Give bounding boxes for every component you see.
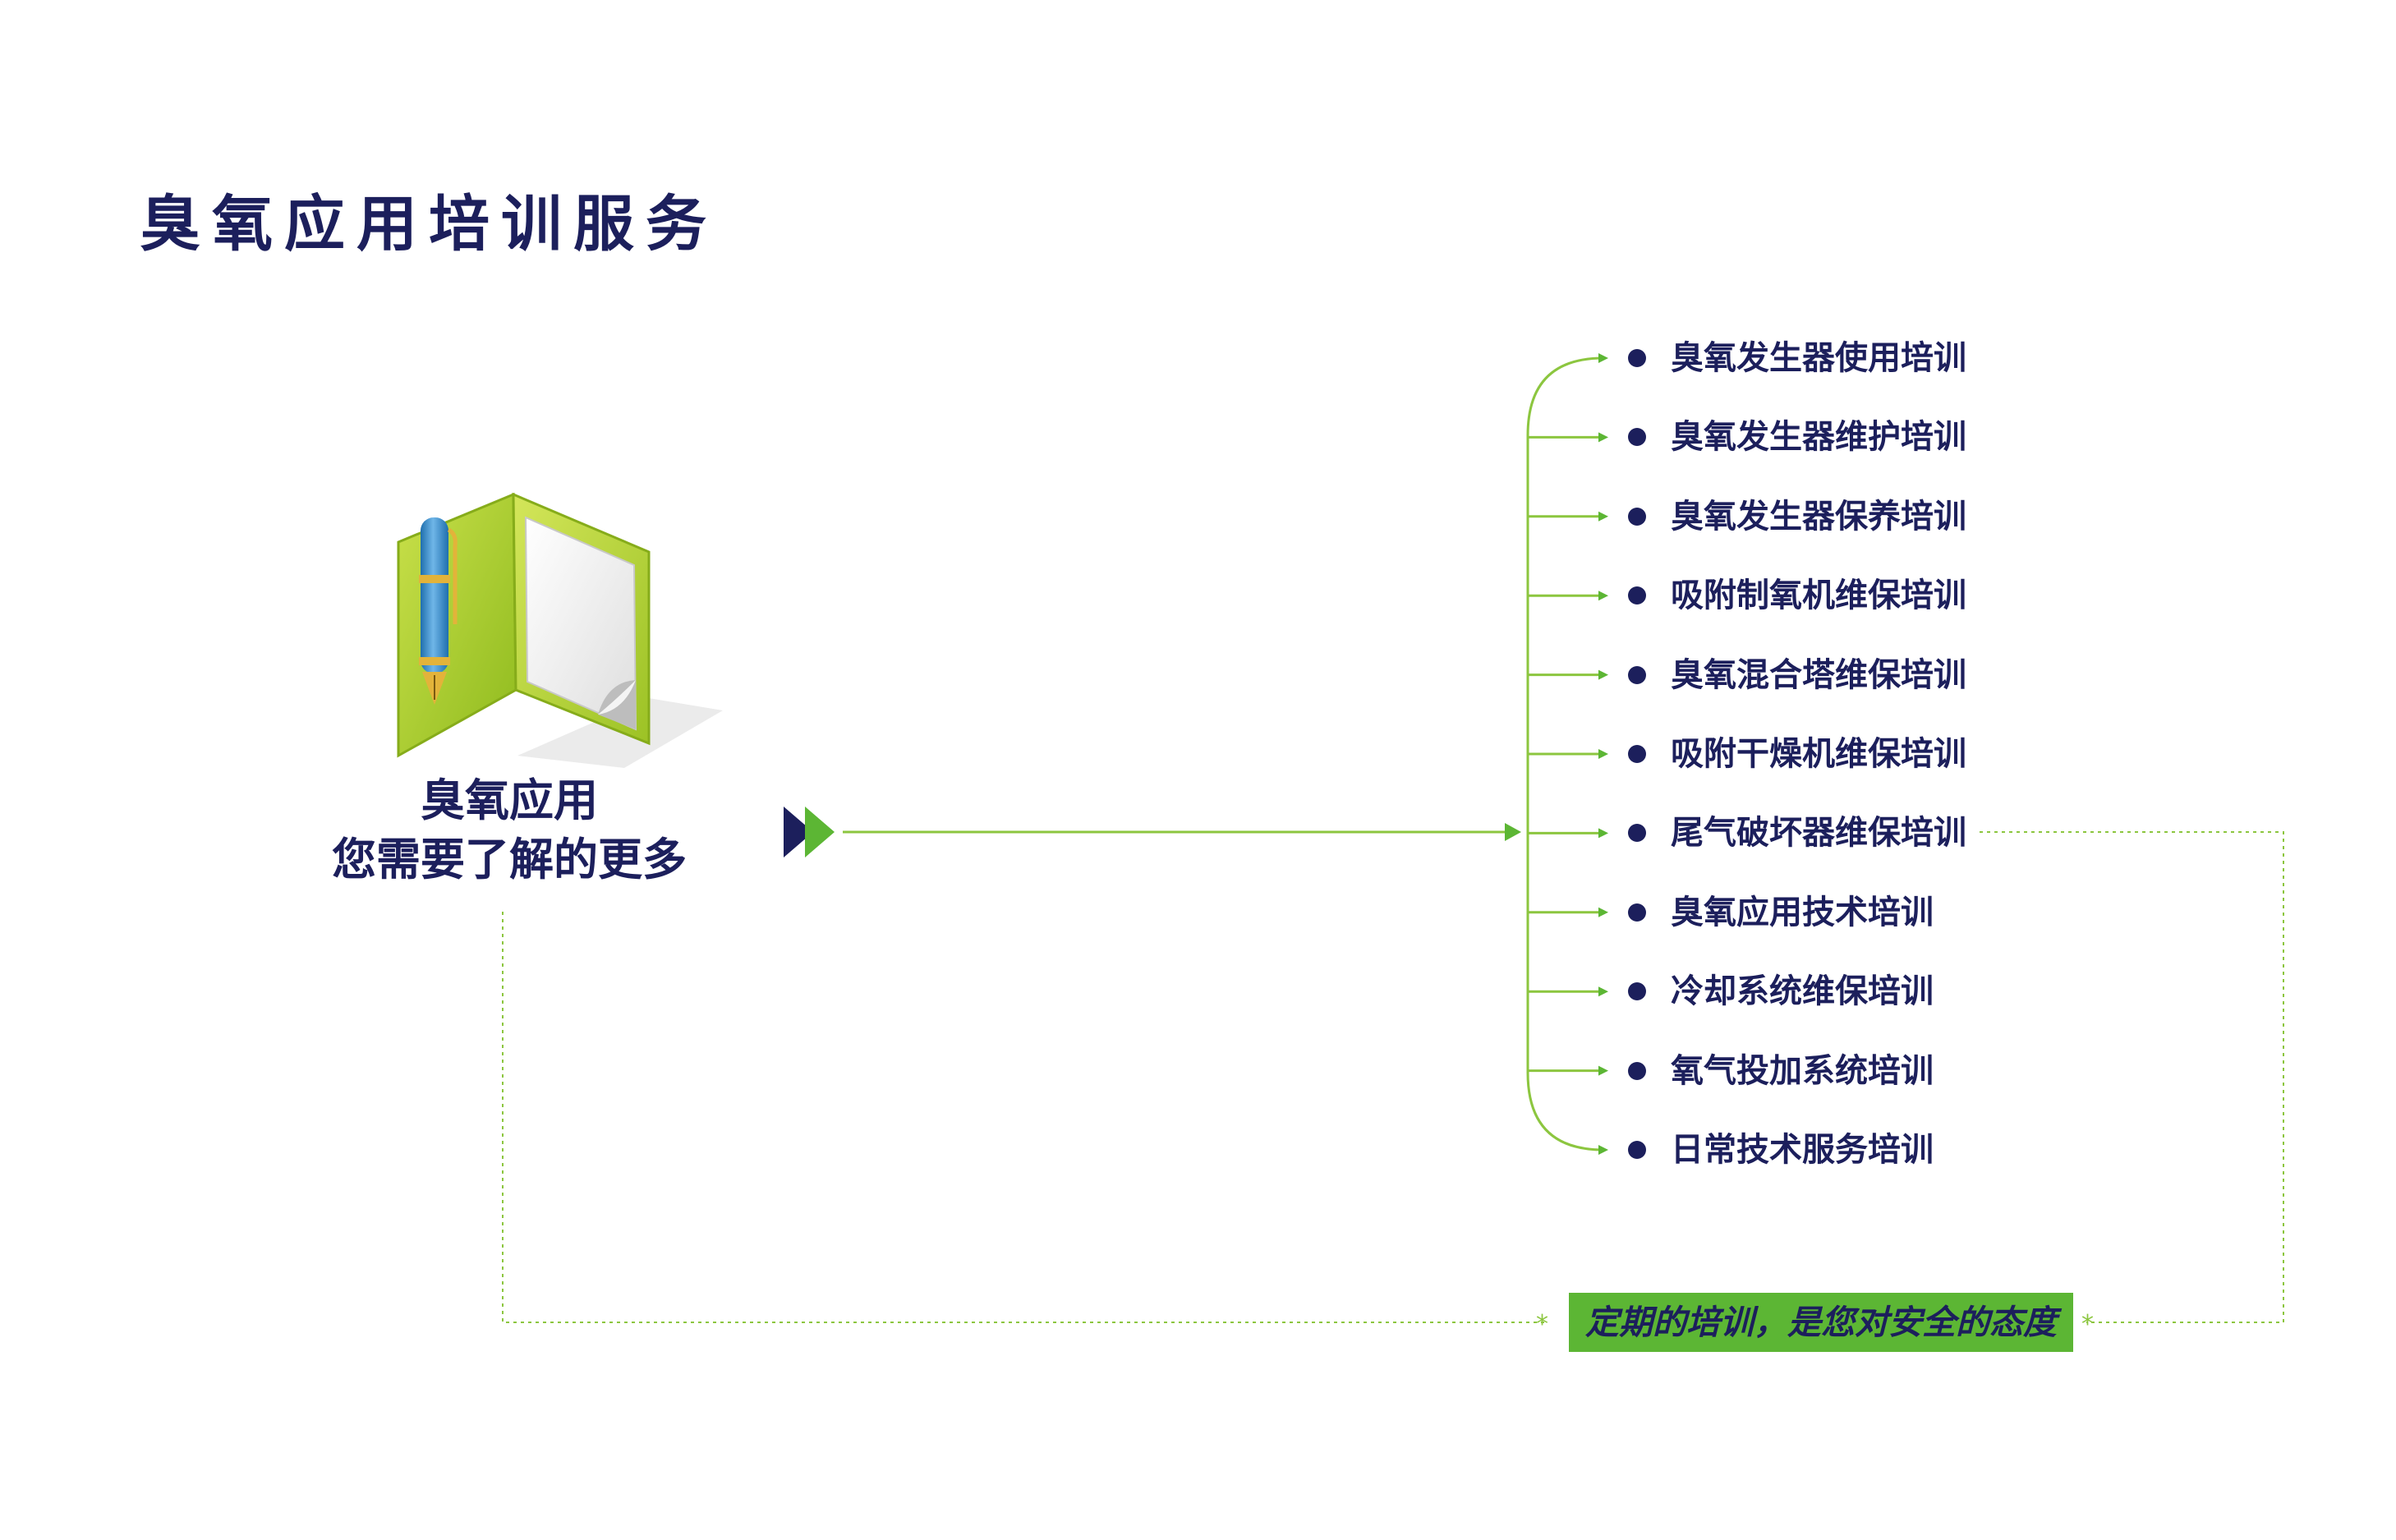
bullet-icon xyxy=(1628,982,1646,1001)
slogan-text: 定期的培训，是您对安全的态度 xyxy=(1585,1302,2057,1342)
list-item-label: 吸附干燥机维保培训 xyxy=(1671,735,1966,773)
bullet-icon xyxy=(1628,349,1646,367)
bullet-icon xyxy=(1628,1061,1646,1080)
page-title: 臭氧应用培训服务 xyxy=(140,189,718,260)
branch-arrowhead xyxy=(1598,511,1608,522)
main-connector-arrow xyxy=(843,823,1521,841)
branch-arrowhead xyxy=(1598,907,1608,917)
feedback-loop-right xyxy=(1980,831,2284,1323)
bullet-icon xyxy=(1628,745,1646,763)
list-item: 臭氧应用技术培训 xyxy=(1628,888,1934,937)
slogan-banner: 定期的培训，是您对安全的态度 xyxy=(1569,1293,2073,1352)
list-item-label: 臭氧发生器保养培训 xyxy=(1671,497,1966,536)
branch-arrowhead xyxy=(1598,749,1608,759)
branch-arrowhead xyxy=(1598,432,1608,443)
bullet-icon xyxy=(1628,1141,1646,1159)
list-item-label: 臭氧发生器维护培训 xyxy=(1671,418,1966,457)
bullet-icon xyxy=(1628,665,1646,684)
bullet-icon xyxy=(1628,824,1646,843)
list-item: 臭氧混合塔维保培训 xyxy=(1628,650,1966,700)
bullet-icon xyxy=(1628,586,1646,605)
bullet-icon xyxy=(1628,507,1646,526)
list-item: 臭氧发生器使用培训 xyxy=(1628,333,1966,383)
list-item: 吸附干燥机维保培训 xyxy=(1628,729,1966,779)
loop-marker-left: * xyxy=(1536,1310,1548,1339)
double-play-arrow-icon xyxy=(784,807,835,857)
branch-arrowhead xyxy=(1598,986,1608,997)
list-item-label: 日常技术服务培训 xyxy=(1671,1131,1934,1169)
list-item: 日常技术服务培训 xyxy=(1628,1125,1934,1175)
list-item: 冷却系统维保培训 xyxy=(1628,967,1934,1016)
bullet-icon xyxy=(1628,428,1646,447)
center-label-line1: 臭氧应用 xyxy=(421,775,598,826)
folder-with-pen-icon xyxy=(397,492,723,768)
feedback-loop-left xyxy=(502,912,1544,1323)
list-item: 氧气投加系统培训 xyxy=(1628,1046,1934,1096)
list-item-label: 臭氧发生器使用培训 xyxy=(1671,339,1966,377)
branch-arrowhead xyxy=(1598,669,1608,680)
list-item-label: 吸附制氧机维保培训 xyxy=(1671,577,1966,615)
bullet-icon xyxy=(1628,903,1646,922)
list-item: 尾气破坏器维保培训 xyxy=(1628,808,1966,857)
list-item-label: 冷却系统维保培训 xyxy=(1671,972,1934,1011)
list-item: 臭氧发生器保养培训 xyxy=(1628,492,1966,541)
center-label-line2: 您需要了解的更多 xyxy=(332,834,687,885)
branch-arrowhead xyxy=(1598,828,1608,839)
branch-arrowhead xyxy=(1598,353,1608,363)
list-item-label: 臭氧应用技术培训 xyxy=(1671,893,1934,931)
branch-arrows xyxy=(1528,353,1608,1155)
branch-arrowhead xyxy=(1598,1145,1608,1155)
list-item: 臭氧发生器维护培训 xyxy=(1628,412,1966,462)
list-item-label: 尾气破坏器维保培训 xyxy=(1671,814,1966,853)
list-item: 吸附制氧机维保培训 xyxy=(1628,571,1966,620)
list-item-label: 氧气投加系统培训 xyxy=(1671,1051,1934,1090)
list-item-label: 臭氧混合塔维保培训 xyxy=(1671,655,1966,694)
branch-arrowhead xyxy=(1598,591,1608,601)
loop-marker-right: * xyxy=(2081,1310,2094,1339)
branch-arrowhead xyxy=(1598,1065,1608,1076)
